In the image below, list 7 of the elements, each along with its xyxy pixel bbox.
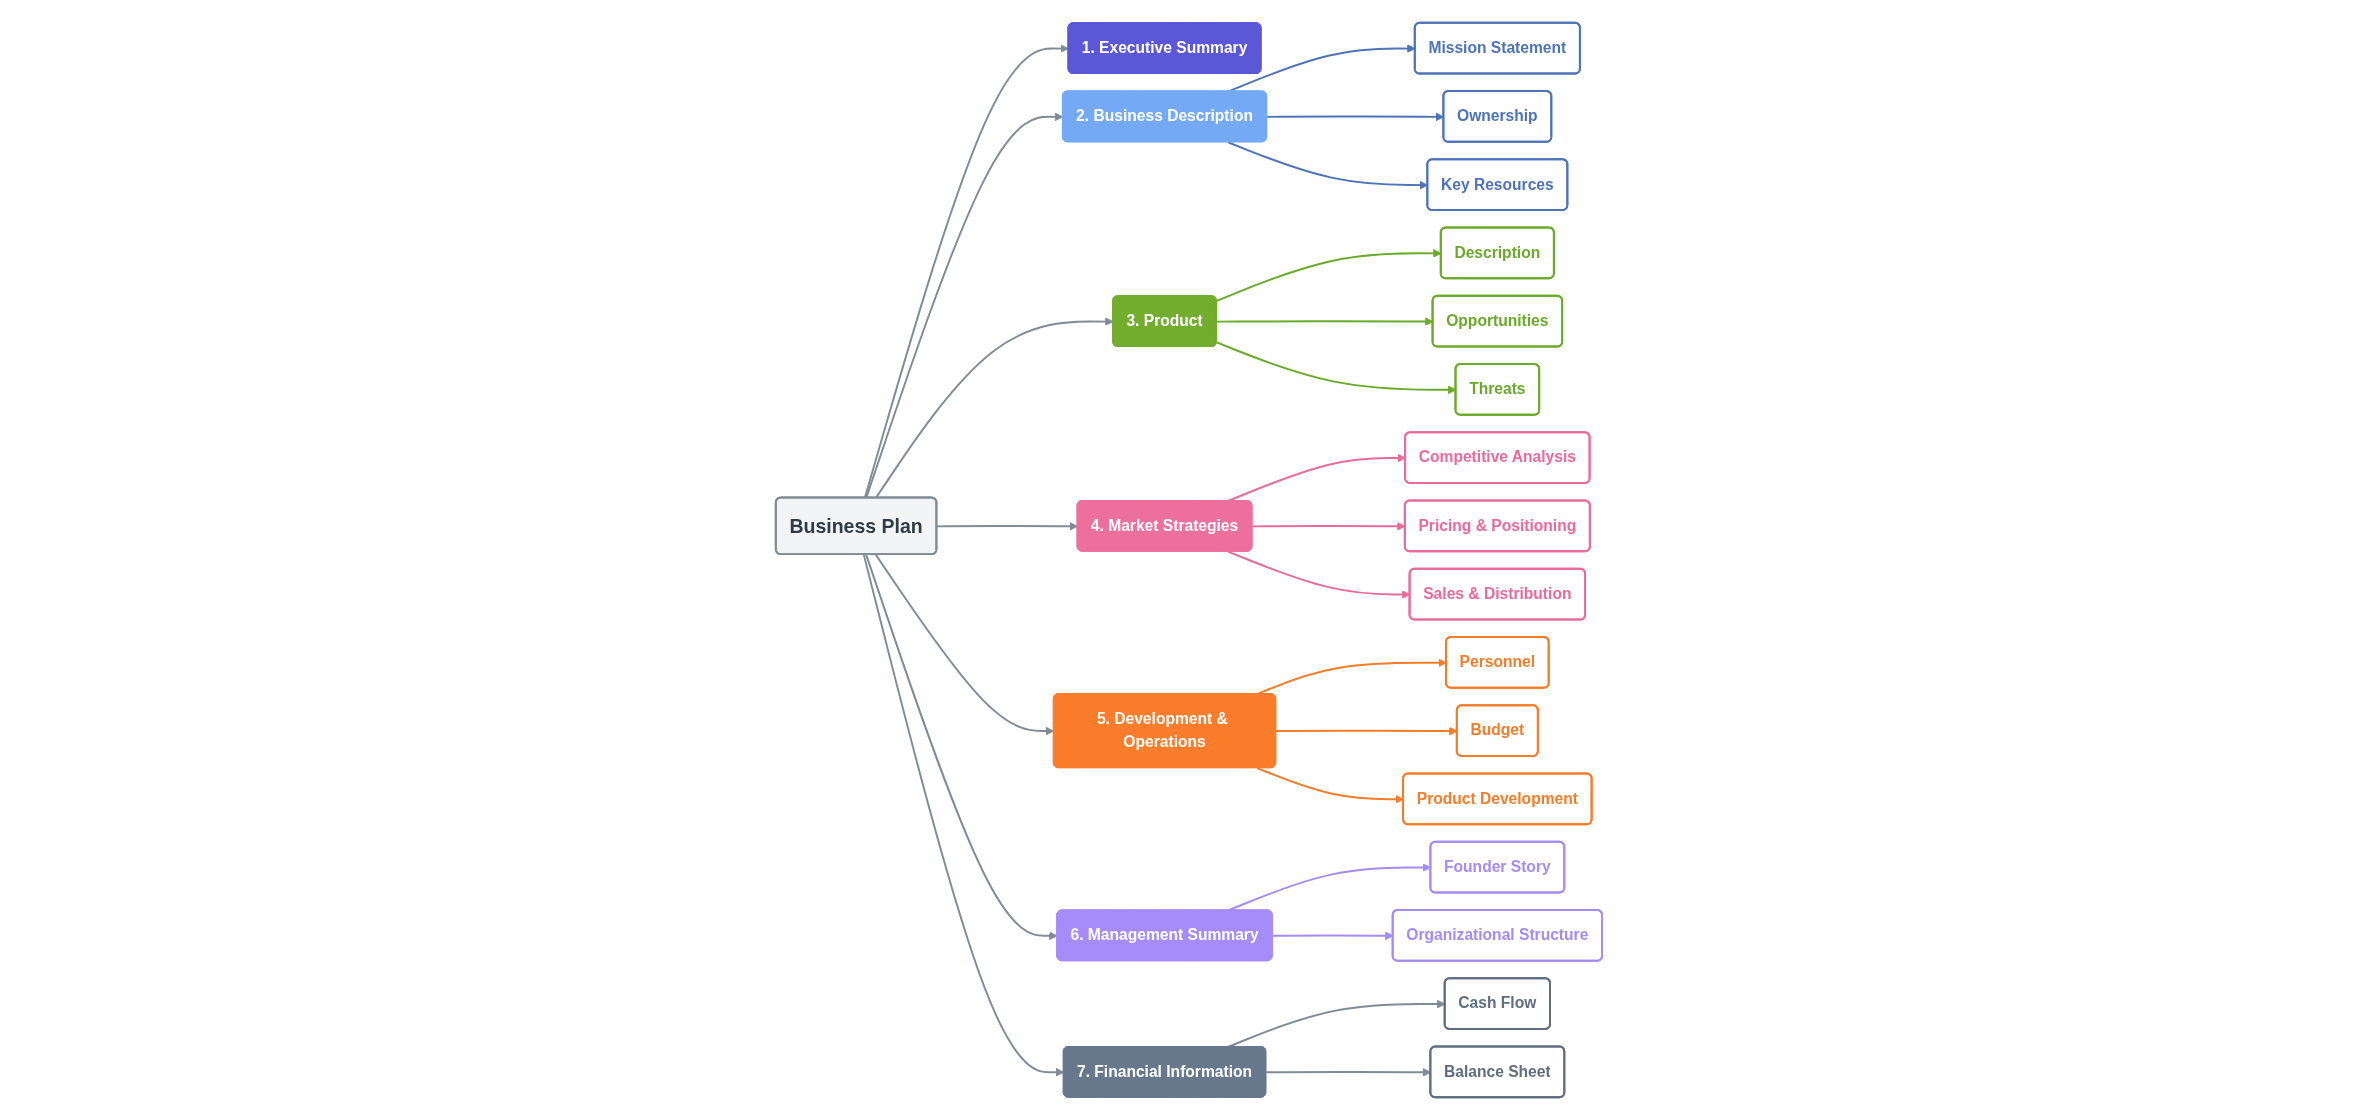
arrow	[874, 553, 1055, 735]
arrow	[874, 316, 1114, 499]
arrow	[865, 112, 1064, 499]
arrow	[865, 553, 1058, 940]
arrow	[862, 553, 1065, 1077]
arrow	[863, 43, 1070, 499]
arrow	[936, 521, 1079, 531]
